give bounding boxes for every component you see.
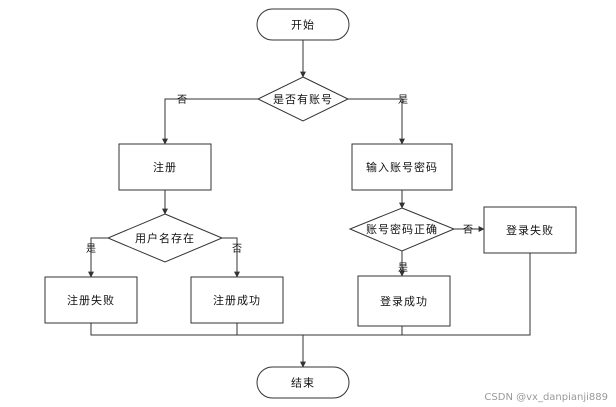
edge-label-credentials-no: 否 [463,224,473,236]
node-register-success: 注册成功 [190,276,284,324]
edge-merge-bottom [90,253,531,336]
node-user-exists-label: 用户名存在 [135,231,195,245]
connectors [88,40,531,368]
edge-user-exists-no [222,237,240,278]
watermark: CSDN @vx_danpianji889 [484,392,608,403]
node-login-success: 登录成功 [357,275,451,327]
node-credentials-correct: 账号密码正确 [348,207,456,252]
edge-label-user-exists-yes: 是 [86,243,96,255]
node-login-fail: 登录失败 [483,206,577,254]
node-register-fail-label: 注册失败 [67,293,115,307]
edge-label-user-exists-no: 否 [232,243,242,255]
node-start-label: 开始 [291,18,315,32]
edge-label-credentials-yes: 是 [398,262,408,274]
edge-user-exists-yes [88,237,108,278]
node-credentials-correct-label: 账号密码正确 [366,222,438,236]
node-end: 结束 [256,366,350,399]
node-login-success-label: 登录成功 [380,294,428,308]
node-has-account-label: 是否有账号 [273,92,333,106]
node-register-label: 注册 [153,160,177,174]
node-register-fail: 注册失败 [44,276,138,324]
node-enter-credentials: 输入账号密码 [351,143,453,191]
node-start: 开始 [256,8,350,41]
node-register-success-label: 注册成功 [213,293,261,307]
edge-label-has-account-no: 否 [177,94,187,106]
edge-has-account-no [162,98,258,145]
node-user-exists: 用户名存在 [106,213,224,263]
edge-label-has-account-yes: 是 [398,94,408,106]
node-register: 注册 [118,143,212,191]
node-has-account: 是否有账号 [256,76,350,122]
edge-has-account-yes [348,98,405,145]
node-login-fail-label: 登录失败 [506,223,554,237]
node-end-label: 结束 [291,377,315,390]
node-enter-credentials-label: 输入账号密码 [366,160,438,174]
